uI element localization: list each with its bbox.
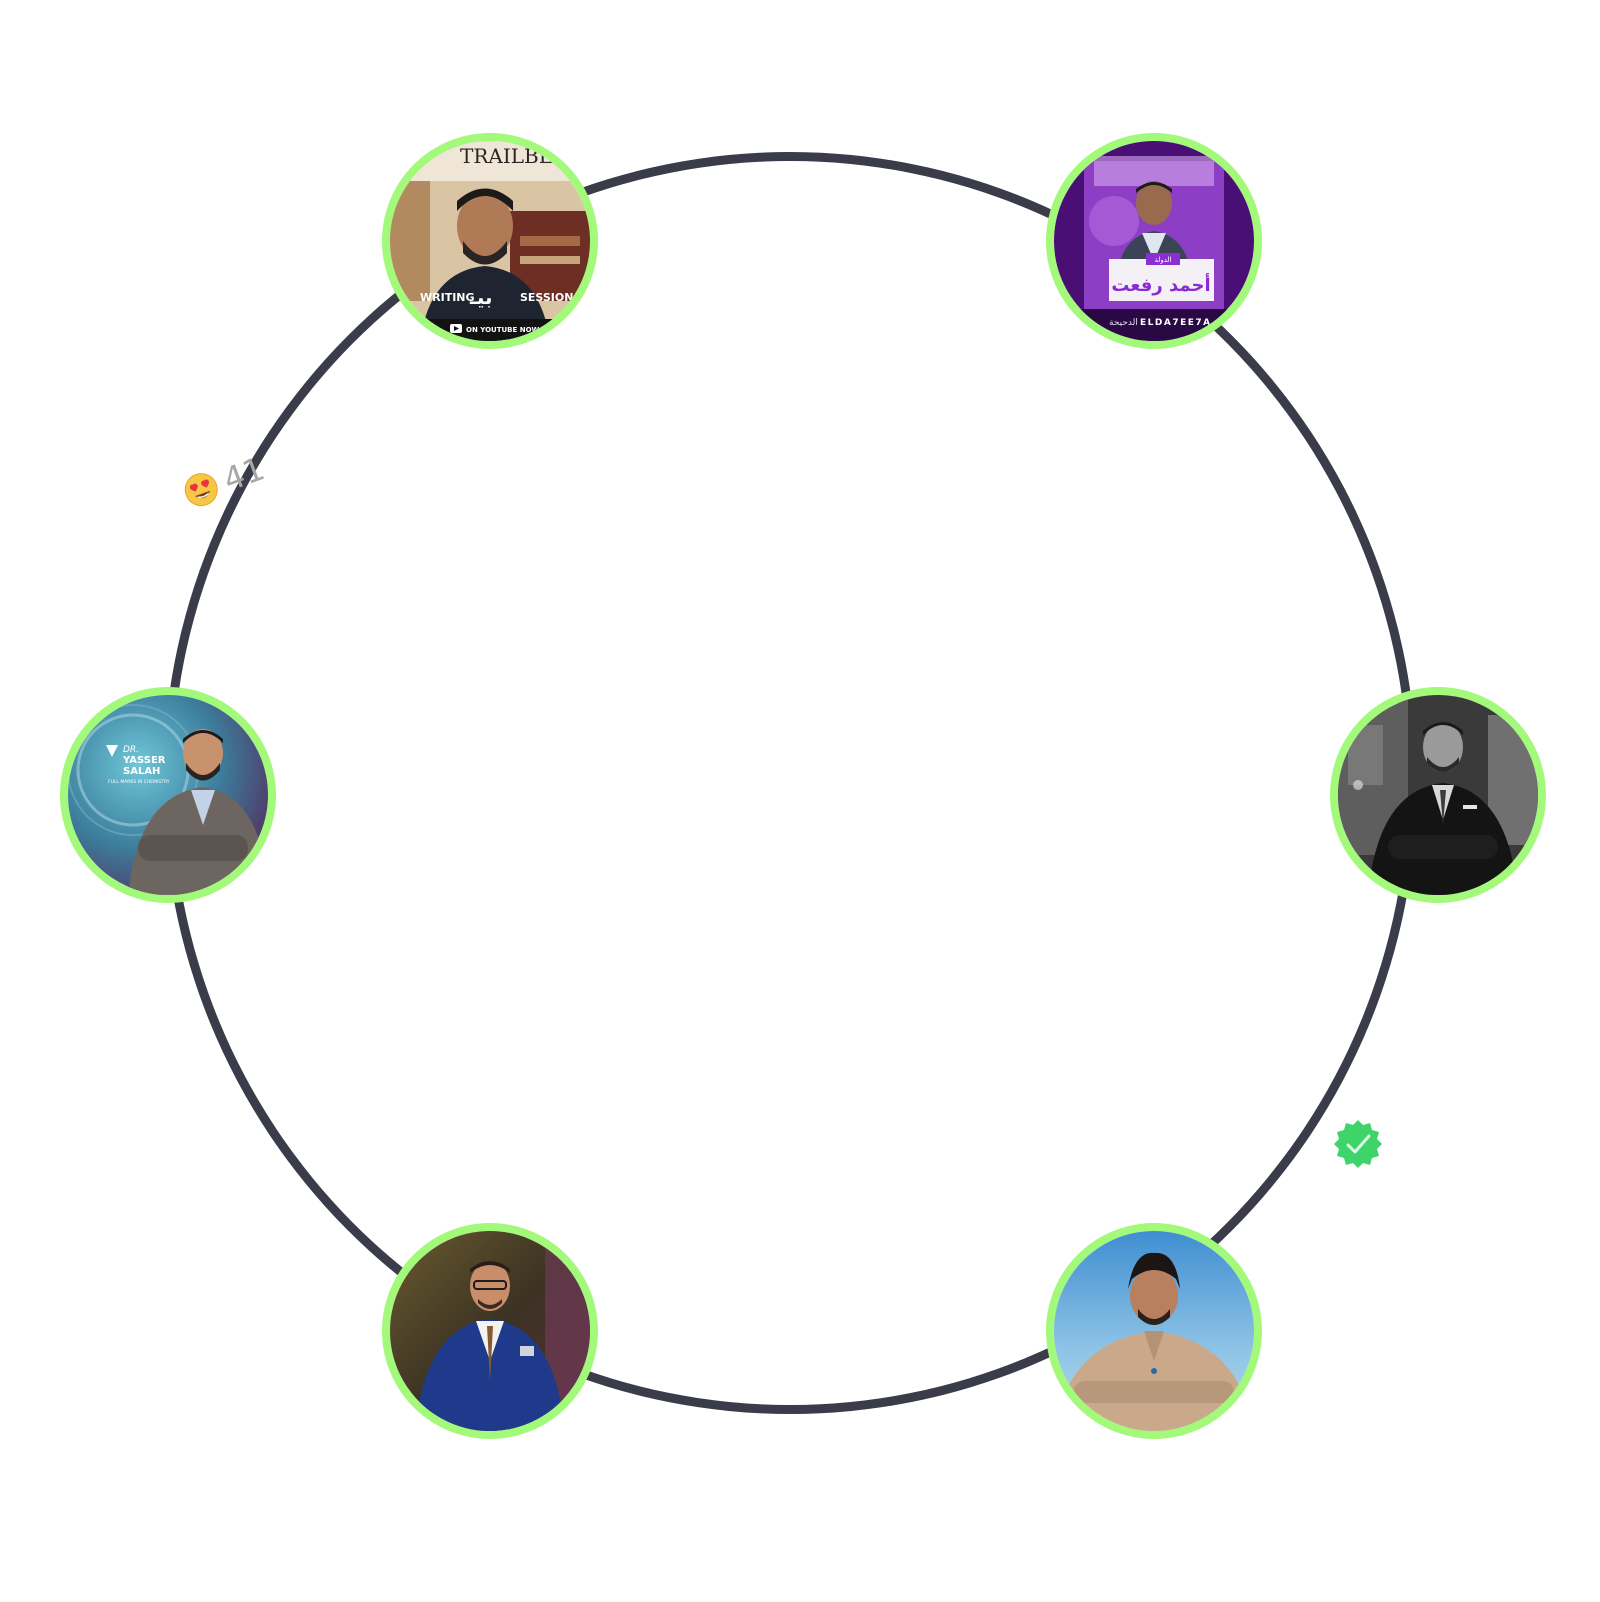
avatar-trailblazer-image: TRAILBLA WRITING بيـ SESSION ON YOUTUBE … [390, 141, 590, 341]
yasser-logo-icon [106, 745, 118, 757]
verified-check-icon [1334, 1120, 1382, 1168]
avatar-blue-suit[interactable] [382, 1223, 598, 1439]
avatar-elda7ee7a-image: الدولة أحمد رفعت الدحيحة ELDA7EE7A [1054, 141, 1254, 341]
elda7ee7a-footer-arabic: الدحيحة [1109, 318, 1138, 328]
avatar-yasser-salah[interactable]: DR. YASSER SALAH FULL MARKS IN CHEMISTRY [60, 687, 276, 903]
elda7ee7a-arabic-name: أحمد رفعت [1111, 273, 1210, 296]
youtube-footer-text: ON YOUTUBE NOW [466, 326, 540, 334]
yasser-line2: SALAH [123, 766, 160, 777]
heart-eyes-emoji-icon [184, 473, 218, 507]
avatar-beige-shirt-image [1054, 1231, 1254, 1431]
avatar-trailblazer[interactable]: TRAILBLA WRITING بيـ SESSION ON YOUTUBE … [382, 133, 598, 349]
orbit-ring [163, 152, 1417, 1414]
reaction-count: 41 [218, 449, 270, 499]
avatar-bw-suit[interactable] [1330, 687, 1546, 903]
arabic-title: بيـ [469, 285, 493, 309]
elda7ee7a-footer-latin: ELDA7EE7A [1140, 318, 1212, 328]
yasser-dr-text: DR. [123, 745, 139, 755]
avatar-beige-shirt[interactable] [1046, 1223, 1262, 1439]
verified-badge [1332, 1118, 1384, 1170]
reaction-counter[interactable]: 41 [179, 445, 290, 526]
session-label: SESSION [520, 291, 573, 304]
avatar-yasser-salah-image: DR. YASSER SALAH FULL MARKS IN CHEMISTRY [68, 695, 268, 895]
writing-label: WRITING [420, 291, 475, 304]
avatar-bw-suit-image [1338, 695, 1538, 895]
yasser-line1: YASSER [122, 755, 166, 766]
avatar-elda7ee7a[interactable]: الدولة أحمد رفعت الدحيحة ELDA7EE7A [1046, 133, 1262, 349]
elda7ee7a-tag: الدولة [1154, 256, 1171, 264]
trailblazer-banner-text: TRAILBLA [460, 144, 567, 168]
yasser-subtitle: FULL MARKS IN CHEMISTRY [108, 779, 170, 785]
avatar-blue-suit-image [390, 1231, 590, 1431]
